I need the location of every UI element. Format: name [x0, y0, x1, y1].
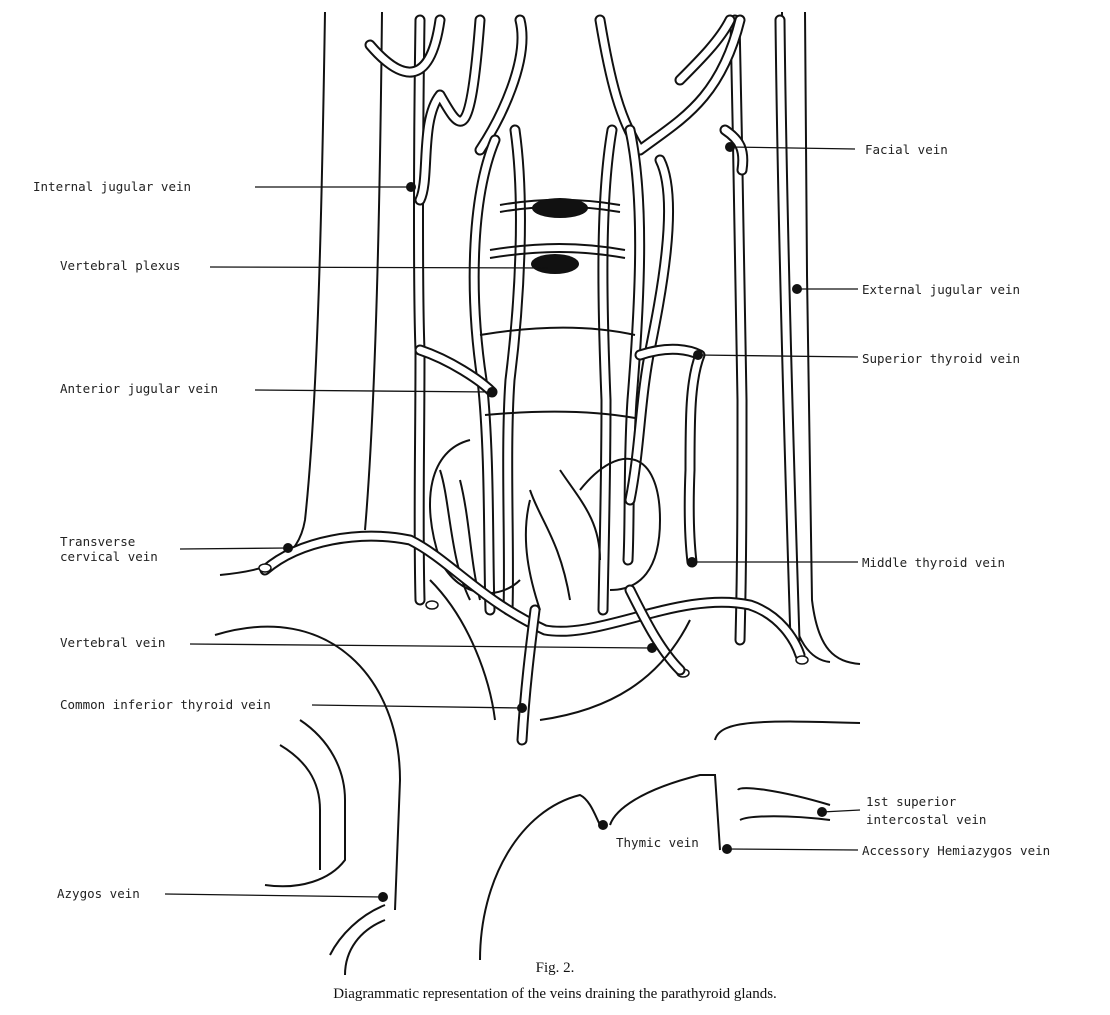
label-superior-thyroid-vein: Superior thyroid vein	[862, 351, 1020, 366]
leader-lines	[164, 142, 861, 902]
label-first-superior-intercostal-vein-2: intercostal vein	[866, 812, 986, 827]
label-internal-jugular-vein: Internal jugular vein	[33, 179, 191, 194]
label-external-jugular-vein: External jugular vein	[862, 282, 1020, 297]
label-accessory-hemiazygos-vein: Accessory Hemiazygos vein	[862, 843, 1050, 858]
label-vertebral-vein: Vertebral vein	[60, 635, 165, 650]
label-transverse-cervical-vein-2: cervical vein	[60, 549, 158, 564]
figure-caption: Diagrammatic representation of the veins…	[333, 986, 777, 1002]
label-anterior-jugular-vein: Anterior jugular vein	[60, 381, 218, 396]
label-middle-thyroid-vein: Middle thyroid vein	[862, 555, 1005, 570]
label-facial-vein: Facial vein	[865, 142, 948, 157]
vessel-drawing	[214, 11, 861, 976]
label-common-inferior-thyroid-vein: Common inferior thyroid vein	[60, 697, 271, 712]
label-vertebral-plexus: Vertebral plexus	[60, 258, 180, 273]
label-transverse-cervical-vein-1: Transverse	[60, 534, 135, 549]
label-thymic-vein: Thymic vein	[616, 835, 699, 850]
labels: Internal jugular vein Vertebral plexus A…	[33, 142, 1050, 901]
figure-number: Fig. 2.	[536, 960, 575, 976]
label-first-superior-intercostal-vein-1: 1st superior	[866, 794, 957, 809]
label-azygos-vein: Azygos vein	[57, 886, 140, 901]
